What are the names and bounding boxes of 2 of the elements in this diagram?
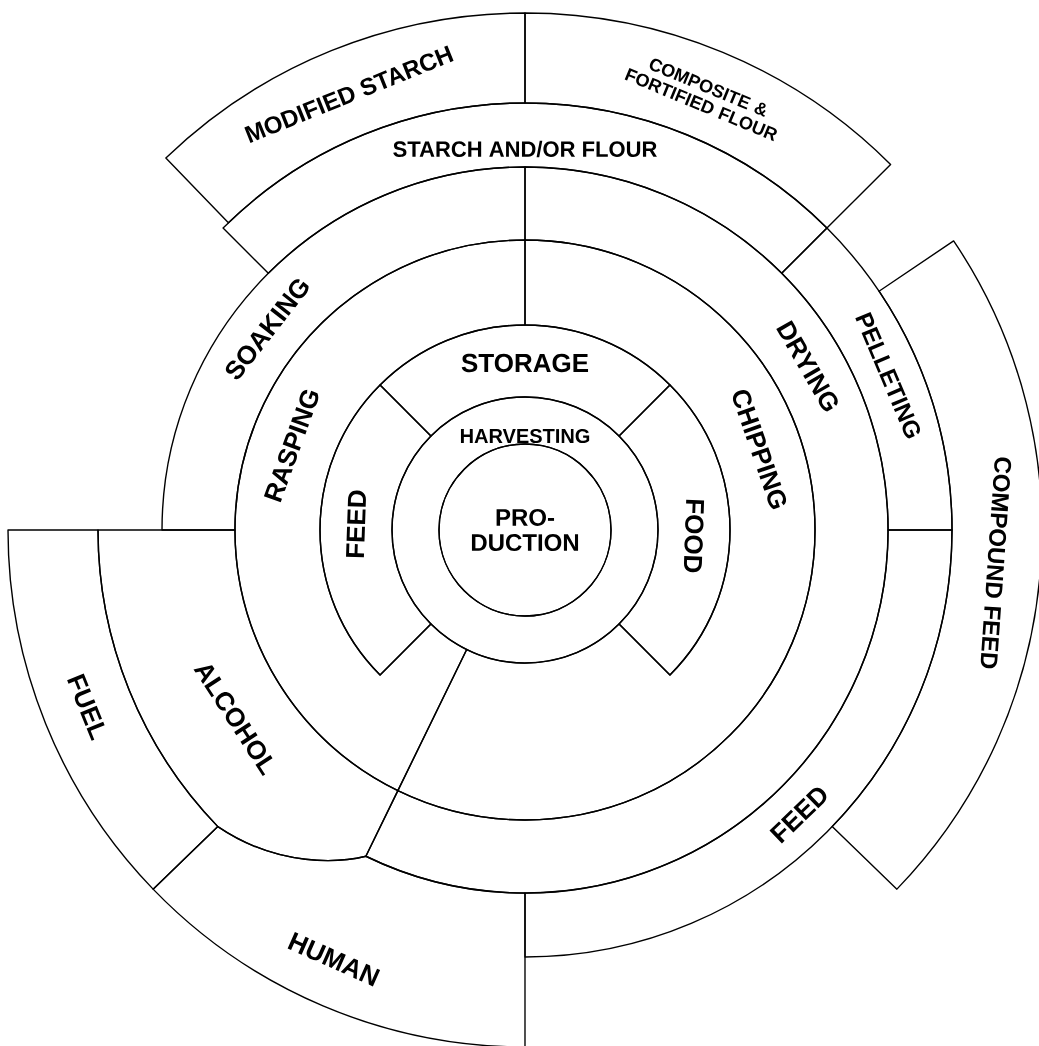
ring-segment: FOOD xyxy=(618,384,731,676)
ring-segment: FEED xyxy=(319,384,432,676)
